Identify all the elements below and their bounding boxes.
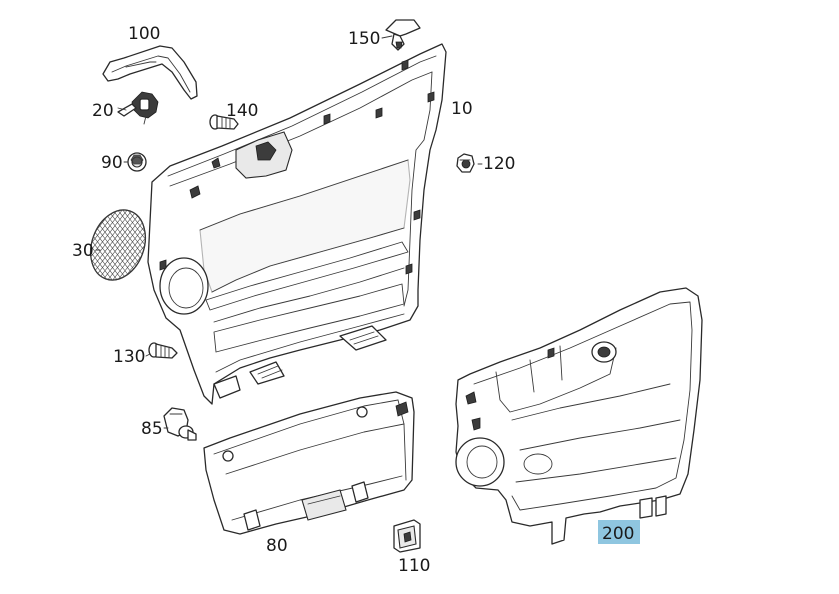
- callout-100: 100: [128, 24, 160, 44]
- callout-labels: 100 150 20 140 10 90 120 30 130 85 80 11…: [72, 24, 640, 576]
- callout-130: 130: [113, 347, 145, 367]
- leader-lines: [95, 35, 483, 429]
- part-90-round-fastener: [127, 152, 147, 172]
- callout-200: 200: [602, 524, 634, 544]
- callout-20: 20: [92, 101, 114, 121]
- part-20-latch-mechanism: [117, 91, 159, 125]
- part-80-lower-pocket: [203, 391, 415, 535]
- part-140-screw: [209, 114, 239, 130]
- callout-200-highlight: [598, 520, 640, 544]
- part-100-grab-handle: [102, 45, 198, 100]
- part-130-screw: [148, 342, 178, 359]
- callout-85: 85: [141, 419, 163, 439]
- callout-120: 120: [483, 154, 515, 174]
- callout-140: 140: [226, 101, 258, 121]
- callout-80: 80: [266, 536, 288, 556]
- part-200-insulation-cover: [455, 287, 703, 545]
- callout-110: 110: [398, 556, 430, 576]
- callout-150: 150: [348, 29, 380, 49]
- part-150-clip: [385, 19, 421, 51]
- part-110-bracket: [393, 519, 421, 553]
- part-10-upper-door-panel: [147, 43, 447, 405]
- callout-90: 90: [101, 153, 123, 173]
- callout-10: 10: [451, 99, 473, 119]
- callout-30: 30: [72, 241, 94, 261]
- part-85-push-clip: [163, 407, 197, 441]
- part-120-nut-clip: [456, 153, 475, 173]
